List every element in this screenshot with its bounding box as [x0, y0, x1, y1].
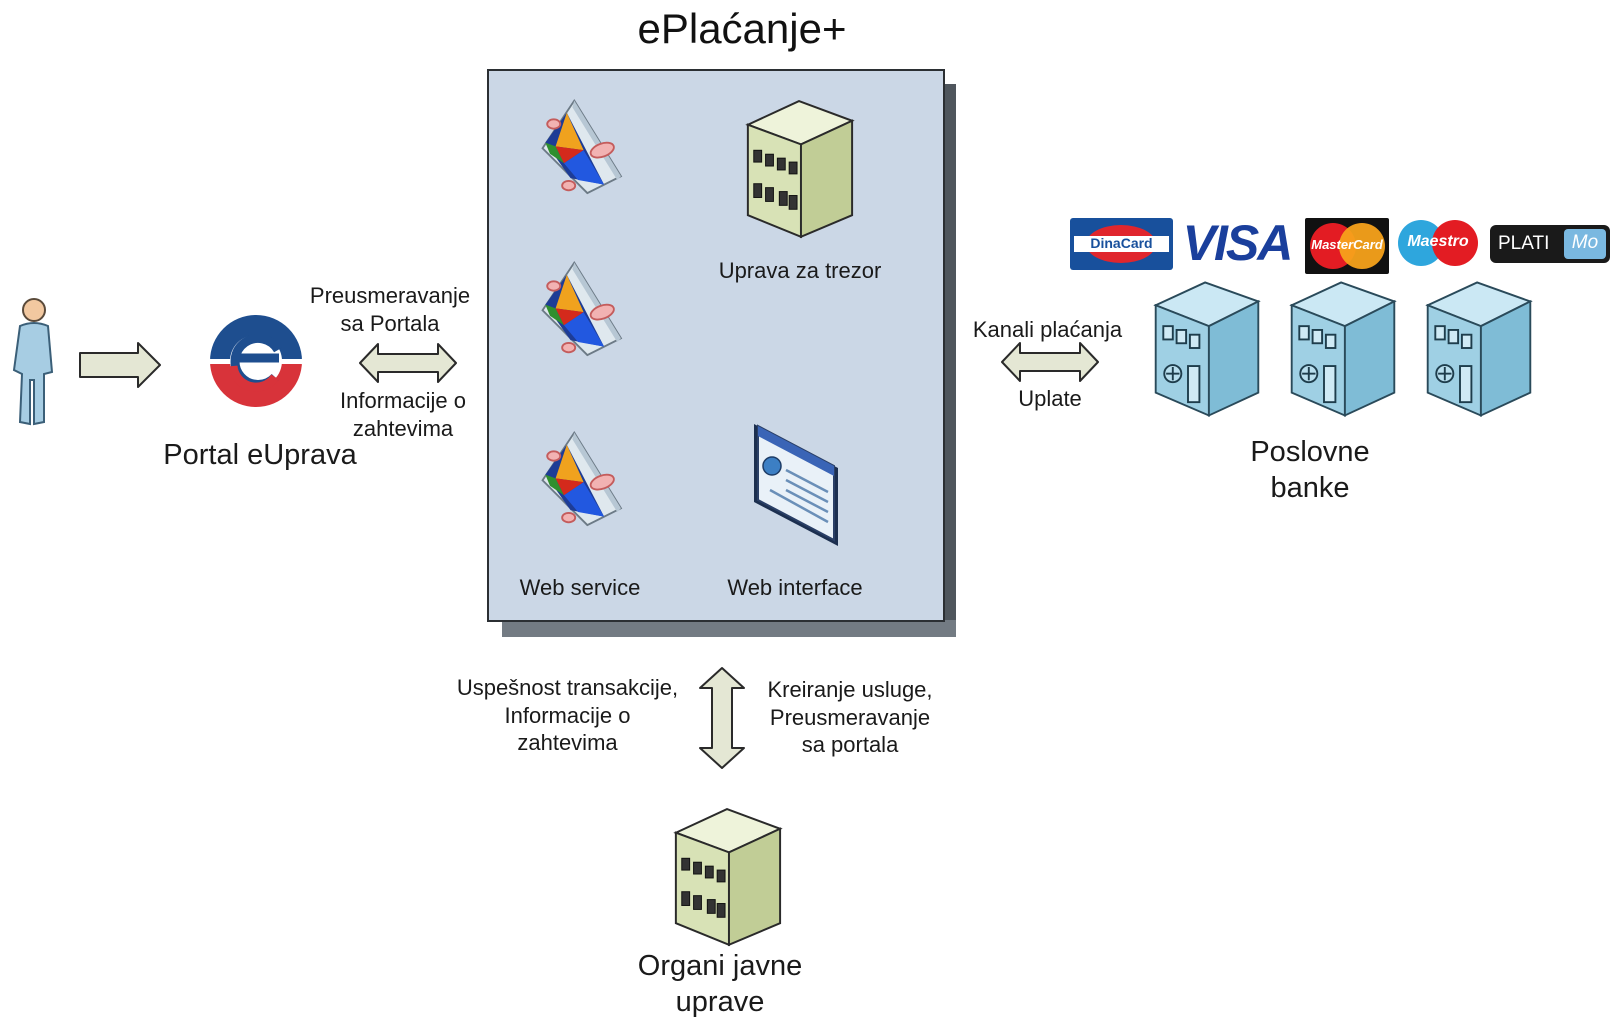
visa-logo: VISA	[1182, 215, 1294, 271]
arrow-portal-top-label: Preusmeravanje sa Portala	[309, 283, 471, 336]
arrow-system-banks	[1000, 340, 1100, 384]
arrow-bottom-left-label: Uspešnost transakcije, Informacije o zah…	[456, 675, 679, 755]
maestro-logo: Maestro	[1396, 218, 1480, 268]
web-interface-label: Web interface	[727, 575, 863, 600]
bank-building-icon	[1422, 275, 1536, 421]
portal-euprava-logo	[205, 310, 307, 412]
web-service-icon	[528, 96, 628, 208]
banks-label: Poslovne banke	[1250, 436, 1370, 505]
web-service-label: Web service	[519, 575, 641, 600]
dinacard-logo: DinaCard	[1070, 218, 1173, 270]
web-service-icon	[528, 258, 628, 370]
arrow-portal-bottom-label: Informacije o zahtevima	[340, 388, 466, 441]
web-service-icon	[528, 428, 628, 540]
arrow-system-authorities	[697, 666, 747, 770]
arrow-banks-top-label: Kanali plaćanja	[972, 317, 1123, 342]
arrow-bottom-right-label: Kreiranje usluge, Preusmeravanje sa port…	[767, 677, 933, 757]
bank-building-icon	[1286, 275, 1400, 421]
treasury-building-icon	[740, 92, 858, 242]
user-icon	[10, 296, 58, 428]
panel-bottom-shadow	[502, 620, 956, 637]
panel-side-shadow	[943, 84, 956, 637]
authorities-building-icon	[668, 800, 786, 950]
arrow-banks-bottom-label: Uplate	[1018, 386, 1082, 411]
dinacard-text: DinaCard	[1090, 235, 1153, 251]
web-interface-icon	[750, 418, 842, 550]
plati-text: PLATI	[1498, 233, 1550, 254]
mo-text: Mo	[1571, 232, 1599, 253]
bank-building-icon	[1150, 275, 1264, 421]
portal-euprava-label: Portal eUprava	[163, 439, 357, 471]
authorities-label: Organi javne uprave	[637, 950, 803, 1019]
maestro-text: Maestro	[1407, 233, 1469, 250]
plati-mo-logo: PLATI Mo	[1490, 225, 1610, 263]
diagram-title: ePlaćanje+	[637, 5, 847, 52]
arrow-user-to-portal	[78, 341, 162, 389]
mastercard-logo: MasterCard	[1305, 218, 1389, 274]
arrow-portal-system	[358, 341, 458, 385]
treasury-label: Uprava za trezor	[718, 258, 882, 283]
mastercard-text: MasterCard	[1311, 237, 1383, 252]
